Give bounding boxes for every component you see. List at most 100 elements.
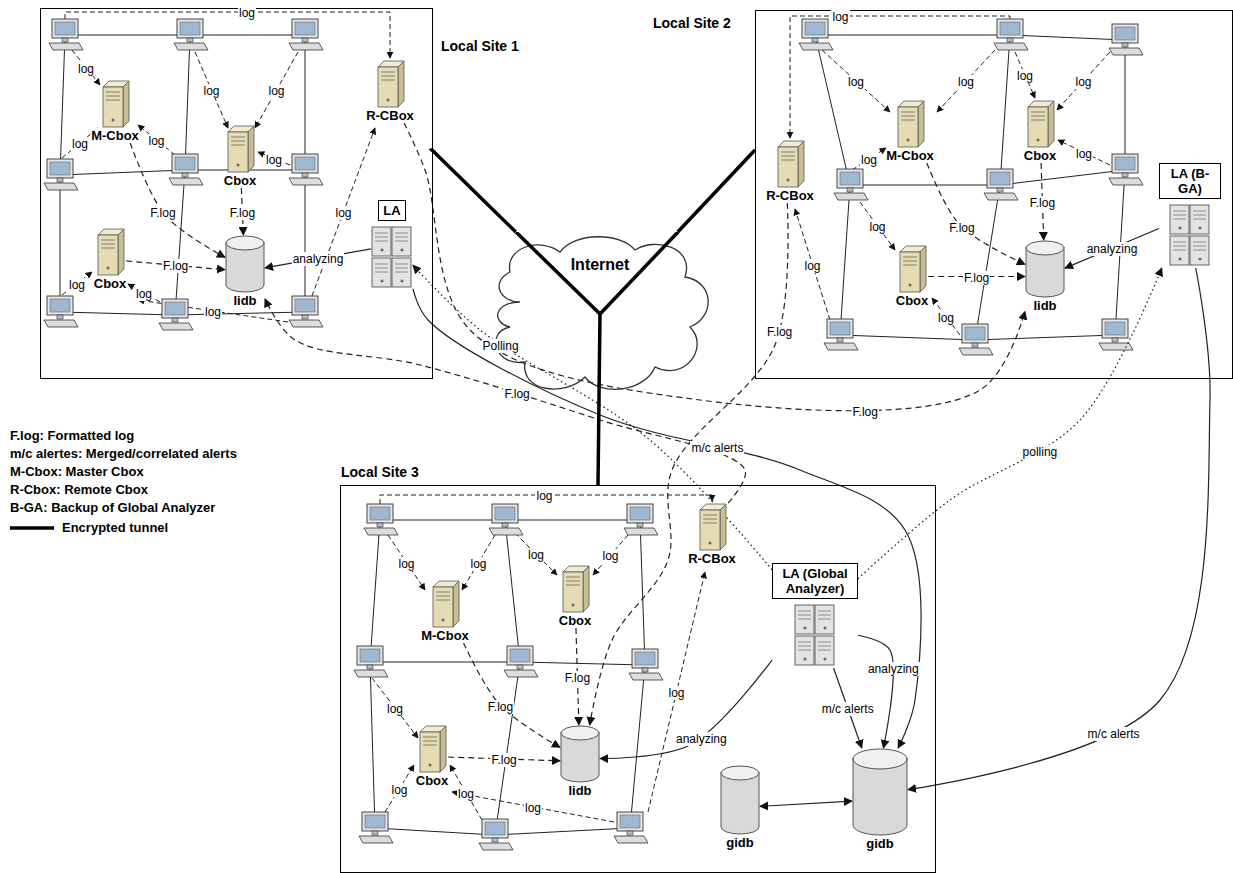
edge-label-holder: m/c alerts — [821, 699, 875, 717]
connector — [678, 150, 755, 232]
unit-slot — [1193, 246, 1206, 247]
log-label: log — [1075, 147, 1093, 161]
edge-label: analyzing — [867, 662, 920, 676]
server-tower-icon — [559, 565, 591, 613]
log-label: log — [68, 278, 86, 292]
node-label: gidb — [866, 836, 893, 851]
unit-slot — [375, 272, 388, 273]
lan-cable — [370, 520, 380, 662]
computer-icon — [44, 159, 78, 190]
tower-side — [583, 566, 589, 612]
unit-slot — [818, 619, 831, 620]
tower-side — [440, 726, 446, 772]
lan-cable — [815, 35, 1010, 36]
database-icon — [1025, 240, 1065, 298]
edge-label-holder: m/c alerts — [1087, 724, 1141, 742]
server-rack-icon — [794, 603, 836, 668]
keyboard — [834, 193, 868, 200]
node-label: gidb — [726, 835, 753, 850]
keyboard — [629, 673, 663, 680]
edge-label: polling — [1022, 445, 1059, 459]
server-tower-icon — [99, 80, 131, 128]
log-arrow — [312, 128, 375, 296]
legend-text: B-GA: Backup of Global Analyzer — [10, 500, 215, 515]
unit-slot — [375, 241, 388, 242]
legend-text: R-Cbox: Remote Cbox — [10, 482, 148, 497]
screen — [1115, 27, 1135, 40]
monitor — [632, 649, 658, 668]
screen — [50, 299, 70, 312]
unit-case — [795, 605, 814, 634]
connector — [600, 660, 772, 758]
monitor-stand — [492, 838, 498, 842]
lan-cable — [190, 35, 305, 36]
site-heading: Local Site 3 — [341, 464, 419, 480]
computer-icon — [629, 649, 663, 680]
drive-slot — [781, 160, 795, 161]
unit-slot — [1173, 211, 1186, 212]
edge-label: m/c alerts — [821, 702, 875, 716]
edge-label: analyzing — [292, 252, 345, 266]
unit-slot — [1193, 219, 1206, 220]
database: gidb — [720, 765, 760, 850]
monitor-stand — [972, 343, 978, 347]
internet-cloud: Internet — [480, 232, 720, 397]
server-unit — [372, 258, 391, 287]
monitor-stand — [187, 38, 193, 42]
edge-label: F.log — [564, 671, 591, 685]
keyboard — [614, 836, 648, 843]
screen — [635, 652, 655, 665]
computer-icon — [824, 319, 858, 350]
log-arrow — [62, 272, 92, 295]
log-label-holder: log — [238, 3, 256, 21]
log-label-holder: log — [135, 284, 153, 302]
log-label-holder: log — [847, 72, 865, 90]
lan-cable — [505, 520, 520, 662]
log-arrow — [648, 572, 705, 812]
edge-label-holder: F.log — [948, 218, 975, 236]
tower-front — [103, 87, 123, 127]
cylinder-top — [561, 726, 599, 740]
screen — [510, 649, 530, 662]
keyboard — [1109, 48, 1143, 55]
unit-slot — [1173, 215, 1186, 216]
computer-icon — [359, 812, 393, 843]
power-button — [909, 284, 912, 287]
edge-label-holder: polling — [1022, 442, 1059, 460]
legend-entry: M-Cbox: Master Cbox — [10, 464, 144, 479]
monitor — [47, 159, 73, 178]
unit-case — [1190, 205, 1209, 234]
unit-slot — [395, 241, 408, 242]
log-arrow — [128, 284, 160, 302]
unit-light — [1179, 227, 1182, 230]
unit-light — [824, 658, 827, 661]
drive-slot — [1031, 116, 1045, 117]
unit-slot — [818, 615, 831, 616]
unit-slot — [798, 642, 811, 643]
server-unit — [1170, 236, 1189, 265]
edge-label-holder: F.log — [564, 668, 591, 686]
edge-label: F.log — [948, 221, 975, 235]
tower-side — [118, 229, 124, 275]
legend-entry: m/c alertes: Merged/correlated alerts — [10, 446, 237, 461]
unit-slot — [1173, 246, 1186, 247]
computer-icon — [174, 19, 208, 50]
log-label-holder: log — [265, 150, 283, 168]
unit-case — [372, 258, 391, 287]
edge-label: Polling — [482, 339, 520, 353]
log-label-holder: log — [386, 699, 404, 717]
analyzer-server: LA (B-GA) — [1159, 163, 1221, 268]
site-region: Local Site 3R-CBoxM-CboxCboxLA (Global A… — [340, 485, 936, 873]
drive-slot — [101, 240, 115, 241]
node-label: R-CBox — [766, 188, 814, 203]
unit-case — [815, 605, 834, 634]
computer-icon — [169, 154, 203, 185]
monitor — [617, 812, 643, 831]
log-label-holder: log — [71, 134, 89, 152]
site-heading: Local Site 1 — [441, 38, 519, 54]
log-label: log — [265, 153, 283, 167]
server-tower-icon — [94, 228, 126, 276]
lan-cable — [305, 170, 306, 312]
drive-slot — [703, 519, 717, 520]
screen — [990, 172, 1010, 185]
